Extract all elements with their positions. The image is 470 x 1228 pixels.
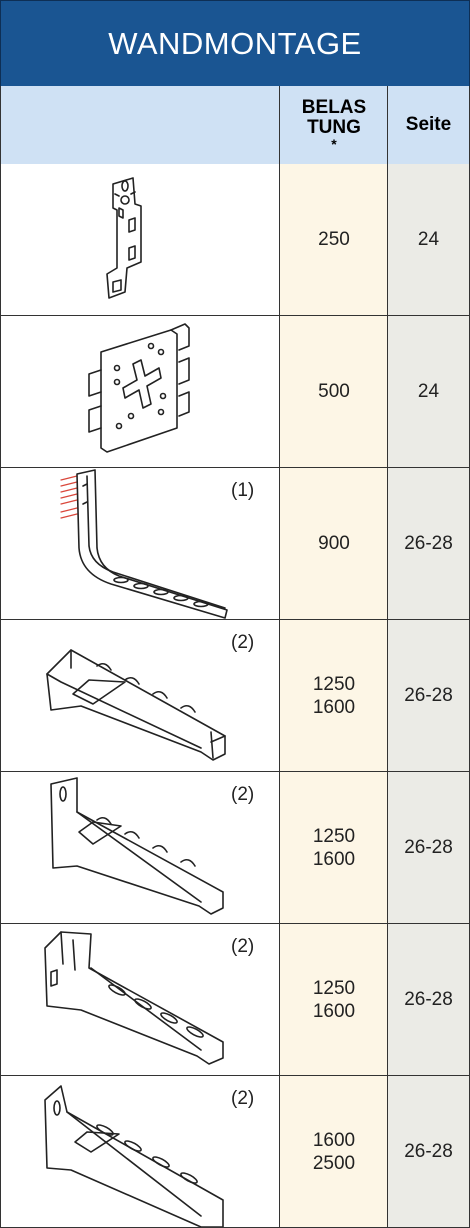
- load-cell: 250: [279, 164, 388, 315]
- page-cell: 24: [387, 316, 470, 467]
- load-value: 1600: [312, 1129, 356, 1151]
- load-value: 1250: [312, 673, 356, 695]
- footnote-mark: (2): [231, 784, 255, 805]
- header-load: BELAS TUNG *: [279, 86, 388, 165]
- page-cell: 24: [387, 164, 470, 315]
- page-cell: 26-28: [387, 772, 470, 923]
- cantilever-bracket-heavy-icon: [44, 1085, 224, 1227]
- header-image-column: [0, 86, 280, 165]
- page-cell: 26-28: [387, 468, 470, 619]
- table-row: (2) 1250 1600 26-28: [0, 772, 470, 924]
- load-value: 1600: [312, 1000, 356, 1022]
- product-image-cell: [0, 316, 280, 467]
- product-image-cell: (2): [0, 620, 280, 771]
- load-value: 250: [318, 229, 350, 250]
- footnote-mark: (2): [231, 632, 255, 653]
- cantilever-bracket-slotted-icon: [44, 931, 224, 1065]
- product-image-cell: (2): [0, 1076, 280, 1227]
- page-cell: 26-28: [387, 924, 470, 1075]
- load-value: 1600: [312, 696, 356, 718]
- table-title: WANDMONTAGE: [0, 0, 470, 88]
- cantilever-bracket-plate-icon: [50, 777, 224, 915]
- load-cell: 1250 1600: [279, 924, 388, 1075]
- footnote-mark: (1): [231, 480, 255, 501]
- load-value: 1250: [312, 825, 356, 847]
- load-value: 1250: [312, 977, 356, 999]
- product-image-cell: (2): [0, 772, 280, 923]
- footnote-mark: (2): [231, 1088, 255, 1109]
- wall-plate-cross-icon: [88, 323, 190, 453]
- product-image-cell: [0, 164, 280, 315]
- table-row: (2) 1250 1600 26-28: [0, 620, 470, 772]
- table-row: (2) 1250 1600 26-28: [0, 924, 470, 1076]
- load-cell: 500: [279, 316, 388, 467]
- header-load-mark: *: [331, 136, 337, 152]
- table-row: (1) 900 26-28: [0, 468, 470, 620]
- header-load-line1: BELAS: [301, 97, 367, 118]
- header-load-line2: TUNG: [307, 117, 361, 138]
- load-value: 2500: [312, 1152, 356, 1174]
- product-image-cell: (2): [0, 924, 280, 1075]
- load-value: 900: [318, 533, 350, 554]
- load-value: 500: [318, 381, 350, 402]
- table-row: 250 24: [0, 164, 470, 316]
- page-cell: 26-28: [387, 1076, 470, 1227]
- load-value: 1600: [312, 848, 356, 870]
- l-bracket-icon: [60, 469, 228, 619]
- table-row: (2) 1600 2500 26-28: [0, 1076, 470, 1228]
- cantilever-bracket-icon: [46, 649, 226, 761]
- load-cell: 900: [279, 468, 388, 619]
- header-page: Seite: [387, 86, 470, 165]
- table-row: 500 24: [0, 316, 470, 468]
- product-image-cell: (1): [0, 468, 280, 619]
- wall-bracket-small-icon: [106, 177, 142, 299]
- load-cell: 1600 2500: [279, 1076, 388, 1227]
- load-cell: 1250 1600: [279, 620, 388, 771]
- load-cell: 1250 1600: [279, 772, 388, 923]
- footnote-mark: (2): [231, 936, 255, 957]
- page-cell: 26-28: [387, 620, 470, 771]
